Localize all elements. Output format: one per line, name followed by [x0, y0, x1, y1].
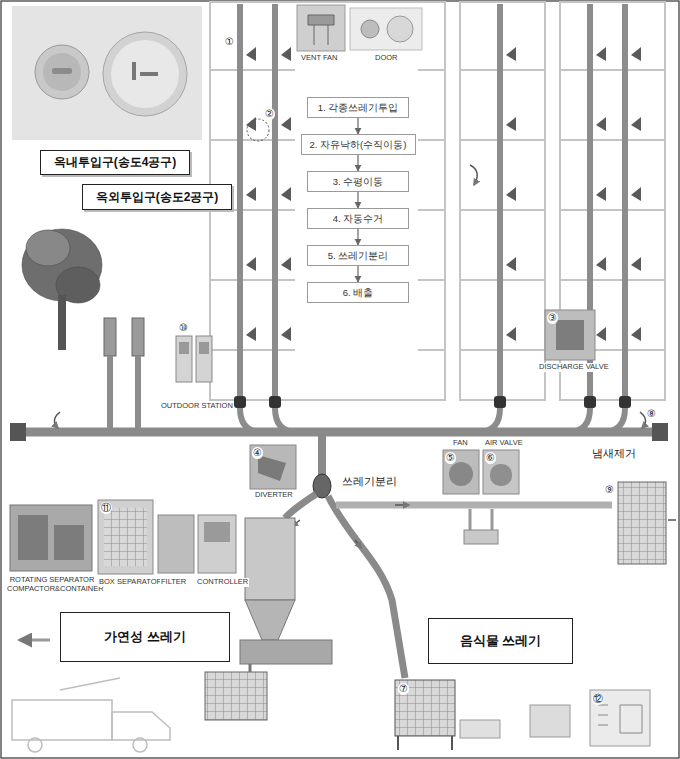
step-box: 3. 수평이동: [307, 171, 409, 192]
callout-number: ⑨: [604, 484, 615, 496]
box-text: 옥외투입구(송도2공구): [96, 190, 219, 204]
step-box: 5. 쓰레기분리: [307, 245, 409, 266]
box-text: 4. 자동수거: [333, 213, 384, 224]
box-text: 3. 수평이동: [333, 176, 384, 187]
callout-number: ⑤: [445, 452, 456, 464]
box-text: 2. 자유낙하(수직이동): [310, 139, 407, 150]
part-label: BOX SEPARATOR: [98, 578, 163, 587]
box-text: 옥내투입구(송도4공구): [54, 155, 177, 169]
part-label: CONTROLLER: [196, 578, 249, 587]
box-text: 5. 쓰레기분리: [328, 250, 389, 261]
box-text: 6. 배출: [343, 287, 374, 298]
callout-number: ③: [547, 312, 558, 324]
callout-number: ⑦: [398, 683, 409, 695]
callout-number: ②: [264, 108, 275, 120]
part-label: DOOR: [374, 54, 399, 63]
flow-arrow: [357, 229, 358, 245]
step-box: 6. 배출: [307, 282, 409, 303]
flow-arrow: [357, 118, 358, 134]
part-label: VENT FAN: [300, 54, 339, 63]
flow-arrow: [357, 155, 358, 171]
process-label: 쓰레기분리: [340, 475, 399, 488]
callout-number: ⑩: [178, 322, 189, 334]
waste-type-box: 음식물 쓰레기: [428, 618, 573, 664]
part-label: OUTDOOR STATION: [160, 402, 234, 411]
part-label: FAN: [452, 439, 469, 448]
flow-arrow: [357, 266, 358, 282]
part-label: DIVERTER: [254, 491, 294, 500]
waste-type-box: 가연성 쓰레기: [60, 612, 230, 662]
flow-arrow: [357, 192, 358, 208]
part-label: ROTATING SEPARATOR COMPACTOR&CONTAINER: [6, 576, 98, 593]
inlet-label-box: 옥내투입구(송도4공구): [40, 150, 190, 175]
part-label: AIR VALVE: [484, 439, 524, 448]
box-text: 음식물 쓰레기: [460, 633, 542, 649]
inlet-label-box: 옥외투입구(송도2공구): [82, 184, 232, 210]
callout-number: ⑪: [100, 502, 112, 514]
step-box: 4. 자동수거: [307, 208, 409, 229]
box-text: 1. 각종쓰레기투입: [318, 102, 399, 113]
callout-number: ④: [252, 447, 263, 459]
callout-number: ⑥: [485, 452, 496, 464]
process-label: 냄새제거: [590, 447, 638, 460]
part-label: FILTER: [160, 578, 187, 587]
part-label: DISCHARGE VALVE: [538, 363, 610, 372]
step-box: 2. 자유낙하(수직이동): [301, 134, 416, 155]
box-text: 가연성 쓰레기: [104, 629, 186, 645]
step-box: 1. 각종쓰레기투입: [307, 97, 409, 118]
callout-number: ⑫: [592, 693, 604, 705]
callout-number: ①: [224, 36, 235, 48]
callout-number: ⑧: [646, 408, 657, 420]
